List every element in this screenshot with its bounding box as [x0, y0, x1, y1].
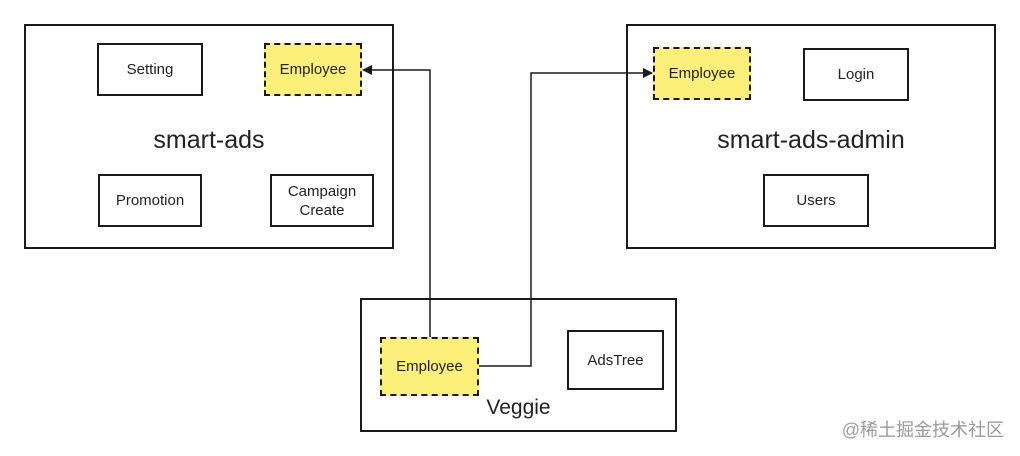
veggie-title: Veggie	[486, 396, 551, 419]
veggie-employee-label: Employee	[396, 358, 463, 375]
employee-label: Employee	[279, 61, 347, 78]
smart-ads-admin-title: smart-ads-admin	[717, 126, 905, 154]
admin-employee-label: Employee	[668, 65, 736, 82]
smart-ads-employee-module: Employee	[264, 43, 362, 96]
admin-login-module: Login	[803, 48, 909, 101]
watermark: @稀土掘金技术社区	[841, 420, 1004, 440]
admin-users-module: Users	[763, 174, 869, 227]
veggie-employee-module: Employee	[380, 337, 479, 396]
adstree-label: AdsTree	[587, 351, 644, 369]
login-label: Login	[837, 66, 875, 83]
arrow-veggie-to-smart-ads-employee	[362, 65, 431, 337]
smart-ads-promotion-module: Promotion	[98, 174, 202, 227]
setting-label: Setting	[126, 61, 174, 78]
campaign-create-label: Campaign Create	[287, 182, 357, 219]
smart-ads-campaign-create-module: Campaign Create	[270, 174, 374, 227]
smart-ads-title: smart-ads	[153, 126, 265, 154]
promotion-label: Promotion	[115, 192, 185, 209]
admin-employee-module: Employee	[653, 47, 751, 100]
smart-ads-setting-module: Setting	[97, 43, 203, 96]
users-label: Users	[796, 192, 836, 209]
veggie-adstree-module: AdsTree	[567, 330, 664, 390]
arrow-veggie-to-admin-employee	[479, 68, 653, 367]
